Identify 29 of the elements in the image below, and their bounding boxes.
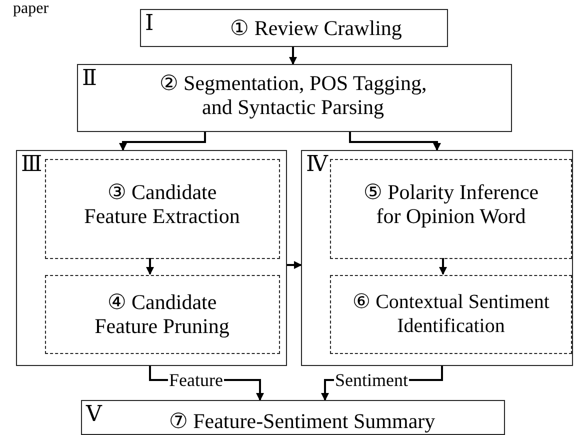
stage-box [16,150,287,366]
arrow [119,132,206,151]
stage-box [140,9,448,47]
arrow [349,132,441,151]
stage-numeral: Ⅳ [306,153,328,177]
stage-numeral: Ⅱ [82,67,97,91]
stage-numeral: Ⅰ [145,12,154,36]
step-label: ① Review Crawling [229,16,403,40]
step-label: ⑦ Feature-Sentiment Summary [168,409,436,433]
stage-box [81,400,505,435]
edge-label: Feature [168,371,224,389]
dashed-step-box [330,275,572,354]
step-label: ③ Candidate Feature Extraction [83,180,241,228]
dashed-step-box [45,275,280,354]
stage-box [77,64,512,132]
arrow [146,258,154,275]
stage-numeral: Ⅴ [86,403,102,427]
step-label: ⑥ Contextual Sentiment Identification [352,290,550,338]
stage-numeral: Ⅲ [21,153,42,177]
stage-box [301,150,573,366]
step-label: ② Segmentation, POS Tagging, and Syntactic Parsing [158,71,428,119]
step-label: ④ Candidate Feature Pruning [94,290,230,338]
dashed-step-box [330,159,572,259]
arrow [287,261,302,269]
dashed-step-box [45,159,280,259]
arrow [439,258,447,275]
step-label: ⑤ Polarity Inference for Opinion Word [362,180,540,228]
edge-label: Sentiment [334,371,409,389]
arrow [289,47,297,65]
